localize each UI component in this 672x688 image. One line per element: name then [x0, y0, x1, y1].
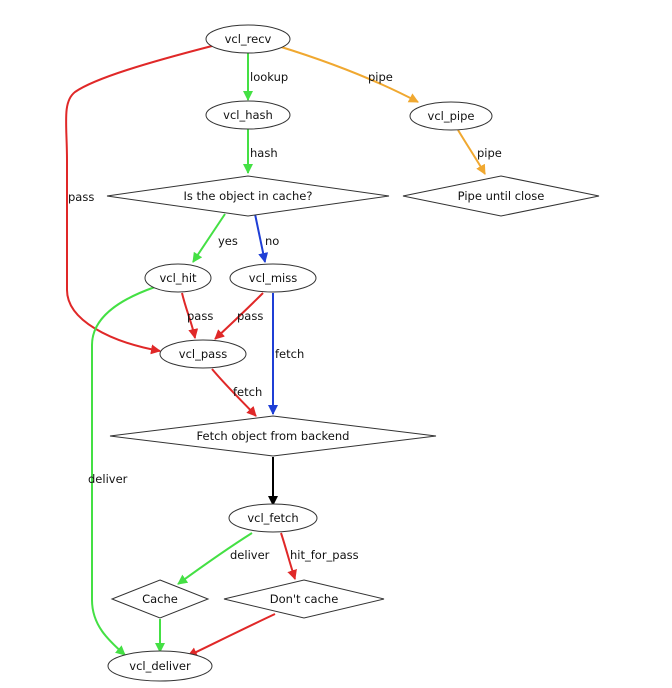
edge-cache-hit: yes: [192, 213, 238, 263]
node-dont-cache-decision: Don't cache: [223, 579, 385, 619]
node-vcl-pipe: vcl_pipe: [409, 101, 493, 131]
edge-pass-fetch: fetch: [211, 368, 262, 417]
node-label-vcl-fetch: vcl_fetch: [247, 511, 298, 525]
edge-label-pass: pass: [68, 190, 94, 204]
edge-label-miss-pass: pass: [237, 309, 263, 323]
edge-label-deliver: deliver: [88, 472, 128, 486]
edge-label-miss-fetch: fetch: [275, 347, 304, 361]
node-vcl-recv: vcl_recv: [205, 24, 291, 54]
edge-miss-pass: pass: [214, 292, 264, 340]
edge-label-pipe: pipe: [368, 70, 393, 84]
node-label-cache: Cache: [142, 592, 178, 606]
edge-miss-fetch: fetch: [268, 293, 304, 415]
edge-recv-pipe: pipe: [277, 45, 419, 103]
edge-label-no: no: [265, 234, 279, 248]
node-vcl-pass: vcl_pass: [159, 339, 247, 369]
edge-hit-pass: pass: [181, 292, 213, 339]
node-vcl-miss: vcl_miss: [229, 263, 317, 293]
edge-label-vclfetch-deliver: deliver: [230, 548, 270, 562]
node-label-vcl-recv: vcl_recv: [225, 32, 272, 46]
edge-label-pass-fetch: fetch: [233, 385, 262, 399]
edge-hit-deliver: deliver: [88, 286, 156, 656]
node-fetch-backend: Fetch object from backend: [109, 415, 437, 457]
node-vcl-deliver: vcl_deliver: [107, 650, 213, 682]
node-label-vcl-pass: vcl_pass: [179, 347, 227, 361]
edge-recv-hash: lookup: [243, 53, 288, 101]
edge-label-yes: yes: [218, 234, 238, 248]
node-label-fetch-backend: Fetch object from backend: [197, 429, 350, 443]
edge-vclfetch-dontcache: hit_for_pass: [280, 532, 359, 580]
nodes: vcl_recv vcl_hash vcl_pipe Is the object…: [106, 24, 600, 682]
node-label-pipe-close: Pipe until close: [458, 189, 545, 203]
node-label-in-cache: Is the object in cache?: [184, 189, 313, 203]
edge-label-hit-for-pass: hit_for_pass: [290, 548, 359, 562]
node-label-dont-cache: Don't cache: [270, 592, 339, 606]
node-label-vcl-pipe: vcl_pipe: [428, 109, 475, 123]
node-vcl-hit: vcl_hit: [144, 263, 212, 293]
node-label-vcl-miss: vcl_miss: [249, 271, 297, 285]
node-label-vcl-hash: vcl_hash: [223, 108, 273, 122]
node-label-vcl-deliver: vcl_deliver: [129, 659, 191, 673]
edge-label-hash: hash: [250, 146, 278, 160]
node-label-vcl-hit: vcl_hit: [159, 271, 197, 285]
edge-dontcache-deliver: [187, 613, 276, 657]
edge-label-pipe-close: pipe: [477, 146, 502, 160]
edge-hash-cache: hash: [243, 128, 278, 174]
edge-label-lookup: lookup: [250, 70, 288, 84]
edge-label-hit-pass: pass: [187, 309, 213, 323]
edge-cache-miss: no: [254, 213, 279, 263]
node-in-cache-decision: Is the object in cache?: [106, 175, 390, 217]
edges: lookup pipe pass hash pipe yes no pass: [65, 45, 502, 657]
edge-pipe-close: pipe: [457, 129, 502, 175]
node-vcl-hash: vcl_hash: [205, 100, 291, 130]
node-cache-decision: Cache: [110, 579, 210, 619]
node-pipe-until-close: Pipe until close: [402, 175, 600, 217]
edge-vclfetch-cache: deliver: [177, 532, 270, 585]
node-vcl-fetch: vcl_fetch: [228, 503, 318, 533]
